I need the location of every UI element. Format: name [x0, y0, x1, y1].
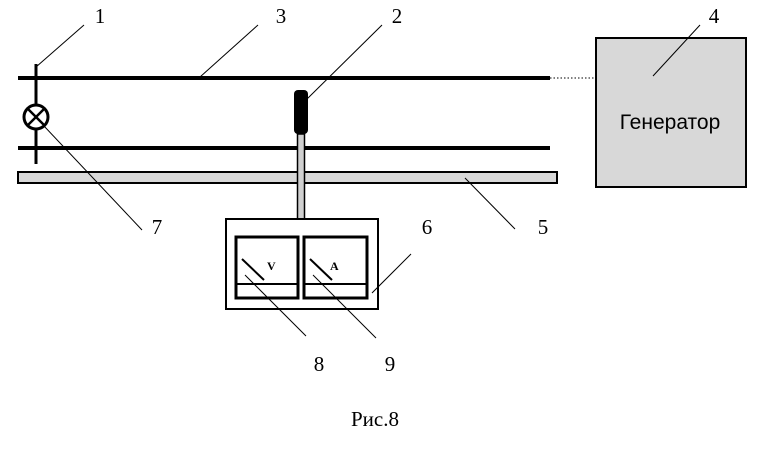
ammeter: A	[302, 235, 369, 300]
generator-box	[595, 37, 747, 188]
ammeter-symbol: A	[330, 259, 339, 273]
probe-handle	[294, 90, 308, 134]
voltmeter-needle	[241, 258, 265, 281]
probe-rod	[296, 133, 306, 221]
leader-lines	[35, 24, 701, 339]
generator-label: Генератор	[620, 111, 721, 134]
voltmeter-symbol: V	[267, 259, 276, 273]
callout-7: 7	[152, 215, 163, 239]
lamp-icon	[22, 103, 50, 131]
callout-3: 3	[276, 4, 287, 28]
figure-caption: Рис.8	[351, 407, 399, 431]
callout-4: 4	[709, 4, 720, 28]
callout-1: 1	[95, 4, 106, 28]
callout-2: 2	[392, 4, 403, 28]
callout-6: 6	[422, 215, 433, 239]
callout-5: 5	[538, 215, 549, 239]
callout-9: 9	[385, 352, 396, 376]
callout-8: 8	[314, 352, 325, 376]
ammeter-needle	[309, 258, 333, 281]
voltmeter: V	[234, 235, 300, 300]
measuring-rail	[17, 171, 558, 184]
